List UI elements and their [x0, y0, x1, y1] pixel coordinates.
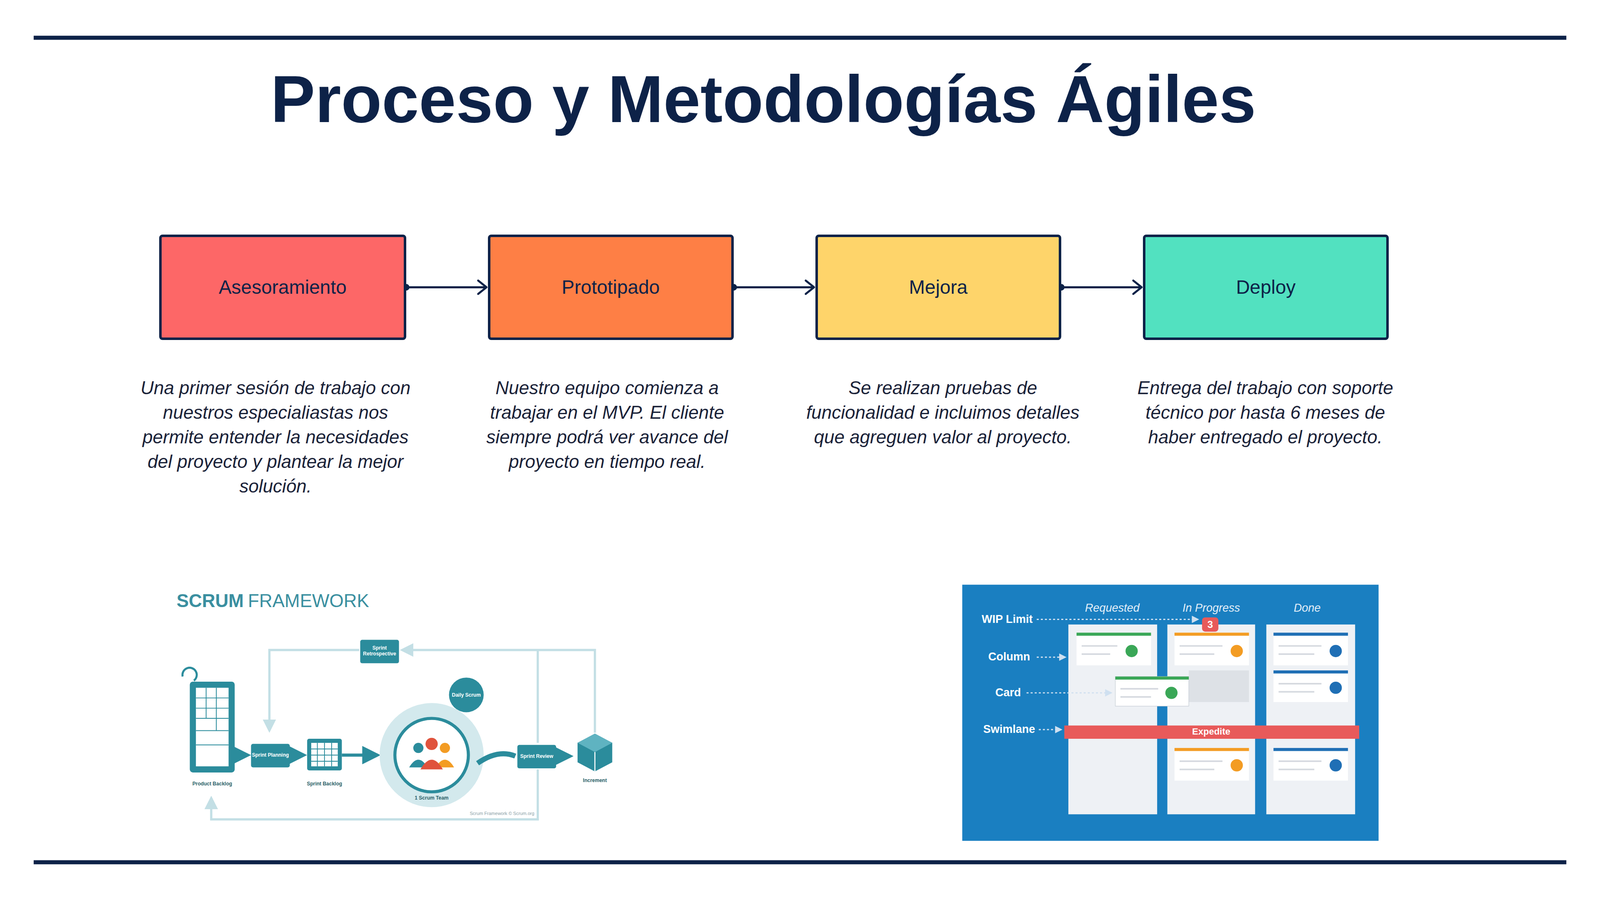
box-label: Prototipado	[561, 275, 660, 299]
box-label: Deploy	[1235, 275, 1296, 299]
wip-badge: 3	[1207, 619, 1213, 630]
top-rule	[33, 35, 1567, 40]
flow-arrow	[406, 286, 487, 289]
callout-label: Card	[995, 686, 1022, 700]
step-description: Entrega del trabajo con soporte técnico …	[1128, 375, 1403, 450]
process-box: Mejora	[815, 234, 1062, 340]
callout-label: Swimlane	[983, 723, 1036, 736]
bottom-rule	[33, 860, 1567, 865]
flow-arrow	[1061, 286, 1142, 289]
box-label: Asesoramiento	[218, 275, 347, 299]
scrum-artifact: Sprint Backlog	[302, 780, 348, 787]
framework-heading: FRAMEWORK	[247, 590, 370, 611]
scrum-step: Sprint Planning	[250, 752, 290, 758]
process-box: Deploy	[1142, 234, 1389, 340]
scrum-event: Daily Scrum	[449, 692, 484, 698]
scrum-team: 1 Scrum Team	[414, 795, 449, 801]
column-header: Done	[1293, 602, 1321, 615]
column-header: Requested	[1085, 602, 1140, 615]
kanban-illustration	[962, 584, 1379, 841]
step-description: Una primer sesión de trabajo con nuestro…	[138, 375, 413, 499]
swimlane-label: Expedite	[1192, 727, 1231, 737]
process-box: Prototipado	[487, 234, 734, 340]
step-description: Nuestro equipo comienza a trabajar en el…	[470, 375, 744, 474]
page-title: Proceso y Metodologías Ágiles	[270, 62, 1257, 136]
scrum-step: Sprint Retrospective	[359, 645, 400, 657]
step-description: Se realizan pruebas de funcionalidad e i…	[806, 375, 1080, 450]
copyright-note: Scrum Framework © Scrum.org	[470, 810, 535, 816]
process-box: Asesoramiento	[159, 234, 407, 340]
column-header: In Progress	[1182, 602, 1240, 615]
callout-label: WIP Limit	[981, 613, 1033, 626]
scrum-illustration	[182, 640, 613, 820]
framework-heading: SCRUM	[176, 590, 244, 611]
scrum-step: Sprint Review	[517, 753, 557, 760]
box-label: Mejora	[909, 275, 968, 299]
scrum-artifact: Product Backlog	[190, 780, 235, 787]
callout-label: Column	[988, 650, 1031, 664]
scrum-artifact: Increment	[582, 777, 607, 784]
flow-arrow	[733, 286, 815, 289]
